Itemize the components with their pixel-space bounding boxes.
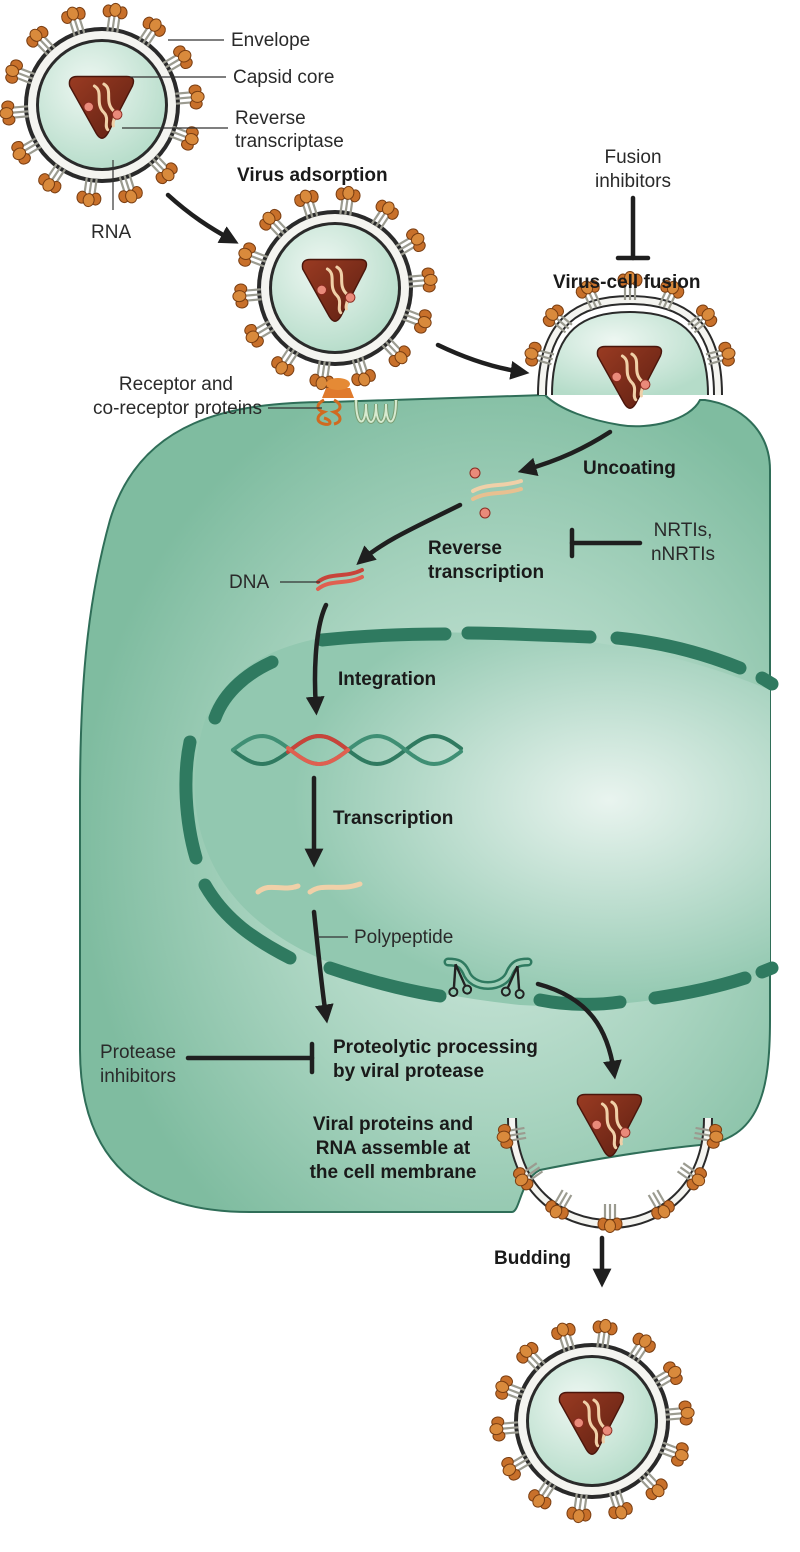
label-nrtis-line1: NRTIs, <box>653 520 713 541</box>
label-reverse-transcriptase-line1: Reverse <box>235 108 306 129</box>
budded-virion-icon <box>489 1318 695 1524</box>
label-fusion-inhibitors-line1: Fusion <box>604 147 662 168</box>
label-integration: Integration <box>338 669 437 690</box>
label-polypeptide: Polypeptide <box>354 927 454 948</box>
arrow-adsorption <box>165 192 239 244</box>
virion-icon <box>0 2 205 208</box>
label-virus-cell-fusion: Virus-cell fusion <box>553 272 701 293</box>
label-transcription: Transcription <box>333 808 454 829</box>
label-receptor-line2: co-receptor proteins <box>93 398 262 419</box>
arrow-reverse-transcription <box>356 502 463 565</box>
flow-arrows <box>165 192 622 1288</box>
viral-dna-icon <box>316 568 364 591</box>
label-budding: Budding <box>494 1248 572 1269</box>
label-assemble-line2: RNA assemble at <box>315 1138 471 1159</box>
label-assemble-line1: Viral proteins and <box>312 1114 474 1135</box>
label-protease-inhibitors-line1: Protease <box>99 1042 177 1063</box>
label-protease-inhibitors-line2: inhibitors <box>99 1066 177 1087</box>
label-reverse-transcriptase-line2: transcriptase <box>235 131 344 152</box>
label-reverse-transcription-line2: transcription <box>428 562 545 583</box>
label-assemble-line3: the cell membrane <box>309 1162 477 1183</box>
label-proteolytic-line2: by viral protease <box>333 1061 485 1082</box>
arrow-assembly <box>535 981 622 1080</box>
arrow-uncoating <box>517 429 613 476</box>
arrow-integration <box>305 602 329 716</box>
arrow-fusion <box>435 342 530 380</box>
label-fusion-inhibitors-line2: inhibitors <box>594 171 672 192</box>
label-receptor-line1: Receptor and <box>118 374 233 395</box>
assembling-virion-icon <box>494 1092 726 1234</box>
leader-lines <box>112 39 348 938</box>
label-dna: DNA <box>229 572 270 593</box>
nucleus <box>194 631 770 1007</box>
mrna-icon <box>255 881 363 895</box>
uncoated-rna-icon <box>469 467 523 519</box>
receptor-icon <box>316 378 398 426</box>
label-capsid-core: Capsid core <box>233 67 335 88</box>
fusing-virion-icon <box>520 270 740 410</box>
label-rna: RNA <box>91 222 132 243</box>
dna-helix-icon <box>231 733 463 767</box>
inhibitor-bars <box>185 195 651 1075</box>
label-virus-adsorption: Virus adsorption <box>237 165 388 186</box>
label-envelope: Envelope <box>231 30 311 51</box>
polypeptide-cleavage-icon <box>443 957 533 990</box>
label-reverse-transcription-line1: Reverse <box>428 538 502 559</box>
arrow-processing <box>311 909 334 1024</box>
virion-icon <box>232 185 438 391</box>
label-nrtis-line2: nNRTIs <box>650 544 716 565</box>
label-proteolytic-line1: Proteolytic processing <box>333 1037 538 1058</box>
label-uncoating: Uncoating <box>583 458 676 479</box>
